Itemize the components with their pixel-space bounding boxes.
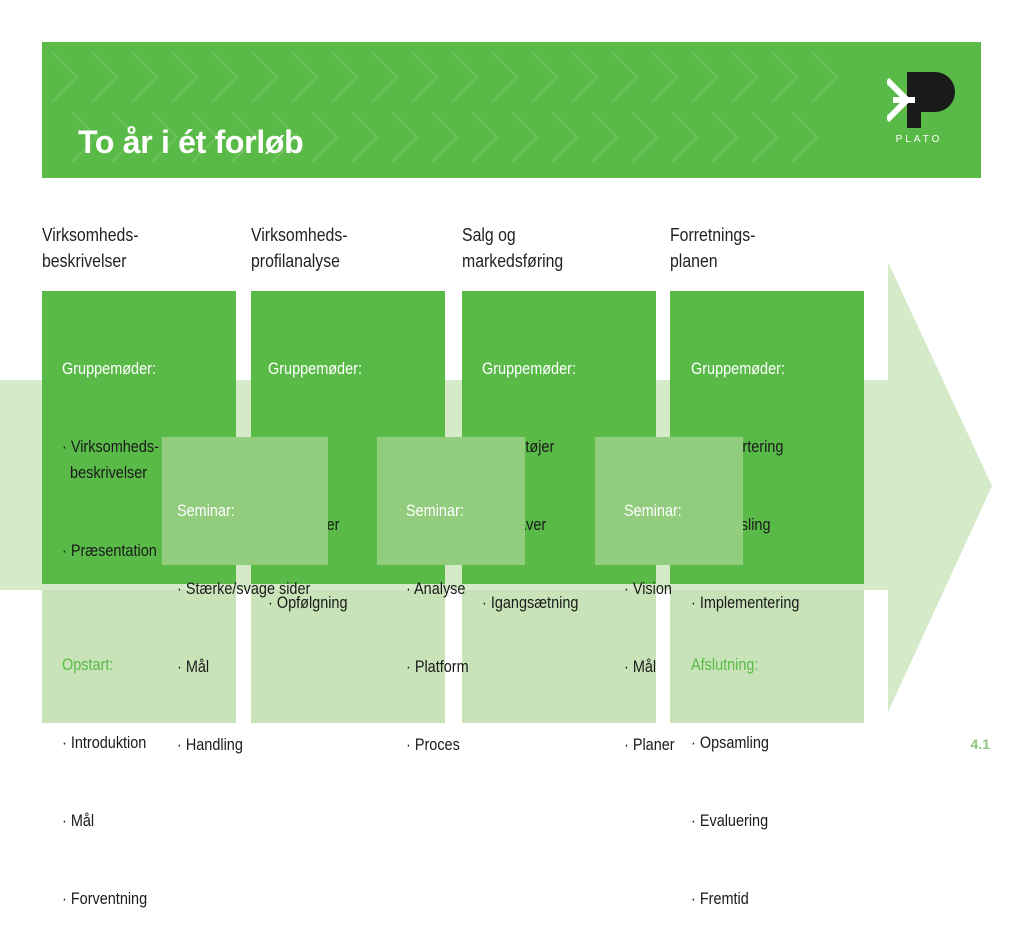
list-item: · Mål <box>177 657 210 676</box>
chevron-pattern <box>51 51 839 163</box>
seminar-panel-3 <box>595 437 743 565</box>
column-heading-1: Virksomheds- beskrivelser <box>42 225 139 271</box>
bottom-panel-3 <box>462 590 656 723</box>
seminar-2: Seminar: · Analyse · Platform · Proces <box>406 446 469 784</box>
list-item: · Igangsætning <box>482 593 579 612</box>
column-heading-4: Forretnings- planen <box>670 225 756 271</box>
seminar-title: Seminar: <box>177 501 235 520</box>
page-number: 4.1 <box>970 736 990 752</box>
list-item: · Analyse <box>406 579 466 598</box>
list-item: · Handling <box>177 735 243 754</box>
list-item: · Planer <box>624 735 675 754</box>
closing-title: Afslutning: <box>691 655 759 674</box>
group-meetings-title: Gruppemøder: <box>268 359 362 378</box>
list-item: · Opsamling <box>691 733 769 752</box>
bottom-panel-2 <box>251 590 445 723</box>
seminar-1: Seminar: · Stærke/svage sider · Mål · Ha… <box>177 446 310 784</box>
seminar-title: Seminar: <box>624 501 682 520</box>
list-item: · Platform <box>406 657 469 676</box>
bottom-panel-1 <box>42 590 236 723</box>
list-item: · Evaluering <box>691 811 769 830</box>
group-meetings-1: Gruppemøder: · Virksomheds- beskrivelser… <box>62 304 159 590</box>
list-item: · Forventning <box>62 889 148 908</box>
list-item: · Fremtid <box>691 889 749 908</box>
list-item: · Opfølgning <box>268 593 348 612</box>
plato-logo-icon <box>887 72 955 128</box>
seminar-3: Seminar: · Vision · Mål · Planer <box>624 446 682 784</box>
list-item: · Præsentation <box>62 541 157 560</box>
list-item: · Virksomheds- beskrivelser <box>62 437 159 482</box>
seminar-panel-1 <box>162 437 328 565</box>
closing-block: Afslutning: · Opsamling · Evaluering · F… <box>691 600 769 938</box>
seminar-panel-2 <box>377 437 525 565</box>
page-title: To år i ét forløb <box>78 124 304 160</box>
seminar-title: Seminar: <box>406 501 464 520</box>
logo-wordmark: PLATO <box>895 134 943 145</box>
list-item: · Introduktion <box>62 733 147 752</box>
list-item: · Mål <box>624 657 657 676</box>
group-meetings-title: Gruppemøder: <box>691 359 785 378</box>
group-meetings-title: Gruppemøder: <box>62 359 156 378</box>
list-item: · Vision <box>624 579 672 598</box>
startup-title: Opstart: <box>62 655 114 674</box>
list-item: · Implementering <box>691 593 800 612</box>
column-heading-2: Virksomheds- profilanalyse <box>251 225 348 271</box>
title-banner: To år i ét forløb PLATO <box>42 42 981 178</box>
startup-block: Opstart: · Introduktion · Mål · Forventn… <box>62 600 147 938</box>
column-heading-3: Salg og markedsføring <box>462 225 564 271</box>
bottom-panel-4 <box>670 590 864 723</box>
list-item: · Proces <box>406 735 460 754</box>
group-meetings-title: Gruppemøder: <box>482 359 576 378</box>
list-item: · Mål <box>62 811 95 830</box>
list-item: · Stærke/svage sider <box>177 579 311 598</box>
